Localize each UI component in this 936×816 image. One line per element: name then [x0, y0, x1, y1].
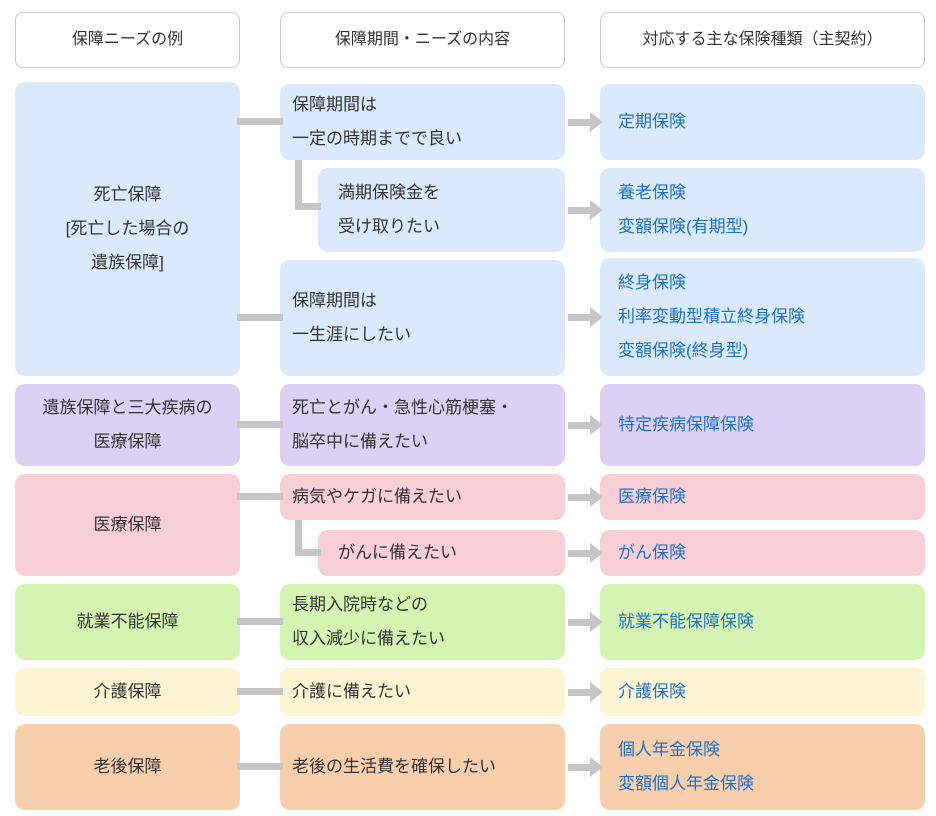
type-box-cancer-insurance: がん保険 — [600, 530, 925, 576]
arrow-icon-term — [590, 112, 603, 132]
content-box-retirement: 老後の生活費を確保したい — [280, 724, 565, 810]
branch-connector-death-maturity-vertical — [295, 160, 302, 210]
arrow-icon-whole-life — [590, 307, 603, 327]
branch-connector-cancer-vertical — [295, 520, 302, 556]
type-box-specified-disease-insurance: 特定疾病保障保険 — [600, 384, 925, 466]
arrow-shaft-annuity — [568, 764, 590, 771]
arrow-icon-annuity — [590, 757, 603, 777]
type-box-annuity-insurance: 個人年金保険 変額個人年金保険 — [600, 724, 925, 810]
need-box-family-illness: 遺族保障と三大疾病の 医療保障 — [15, 384, 240, 466]
content-box-death-maturity: 満期保険金を 受け取りたい — [318, 168, 565, 252]
header-insurance-types: 対応する主な保険種類（主契約） — [600, 12, 925, 68]
type-box-medical-insurance: 医療保険 — [600, 474, 925, 520]
content-box-family-illness: 死亡とがん・急性心筋梗塞・ 脳卒中に備えたい — [280, 384, 565, 466]
content-box-death-whole-life: 保障期間は 一生涯にしたい — [280, 260, 565, 376]
arrow-shaft-endowment — [568, 207, 590, 214]
arrow-icon-specified-disease — [590, 415, 603, 435]
need-box-work-disability: 就業不能保障 — [15, 584, 240, 660]
type-box-nursing-care-insurance: 介護保険 — [600, 668, 925, 716]
connector-medical — [237, 493, 283, 500]
arrow-icon-nursing-care — [590, 682, 603, 702]
content-box-nursing-care: 介護に備えたい — [280, 668, 565, 716]
need-box-medical: 医療保障 — [15, 474, 240, 576]
arrow-icon-cancer — [590, 543, 603, 563]
branch-connector-death-maturity-horizontal — [295, 203, 321, 210]
type-box-term-insurance: 定期保険 — [600, 84, 925, 160]
arrow-shaft-cancer — [568, 550, 590, 557]
need-box-nursing-care: 介護保障 — [15, 668, 240, 716]
content-box-death-fixed-term: 保障期間は 一定の時期までで良い — [280, 84, 565, 160]
arrow-shaft-whole-life — [568, 314, 590, 321]
need-box-death: 死亡保障 [死亡した場合の 遺族保障] — [15, 82, 240, 376]
branch-connector-cancer-horizontal — [295, 549, 321, 556]
type-box-whole-life-insurance: 終身保険 利率変動型積立終身保険 変額保険(終身型) — [600, 258, 925, 376]
type-box-endowment-insurance: 養老保険 変額保険(有期型) — [600, 168, 925, 252]
arrow-shaft-nursing-care — [568, 689, 590, 696]
connector-work-disability — [237, 618, 283, 625]
arrow-shaft-medical — [568, 494, 590, 501]
connector-family-illness — [237, 421, 283, 428]
content-box-work-disability: 長期入院時などの 収入減少に備えたい — [280, 584, 565, 660]
header-period-needs-content: 保障期間・ニーズの内容 — [280, 12, 565, 68]
connector-nursing-care — [237, 688, 283, 695]
connector-retirement — [237, 763, 283, 770]
arrow-shaft-term — [568, 119, 590, 126]
arrow-icon-medical — [590, 487, 603, 507]
arrow-icon-endowment — [590, 200, 603, 220]
type-box-work-disability-insurance: 就業不能保障保険 — [600, 584, 925, 660]
arrow-shaft-specified-disease — [568, 422, 590, 429]
arrow-shaft-work-disability — [568, 619, 590, 626]
connector-death-fixed-term — [237, 118, 283, 125]
connector-death-whole-life — [237, 314, 283, 321]
content-box-cancer: がんに備えたい — [318, 530, 565, 576]
arrow-icon-work-disability — [590, 612, 603, 632]
need-box-retirement: 老後保障 — [15, 724, 240, 810]
content-box-sickness-injury: 病気やケガに備えたい — [280, 474, 565, 520]
header-needs-examples: 保障ニーズの例 — [15, 12, 240, 68]
